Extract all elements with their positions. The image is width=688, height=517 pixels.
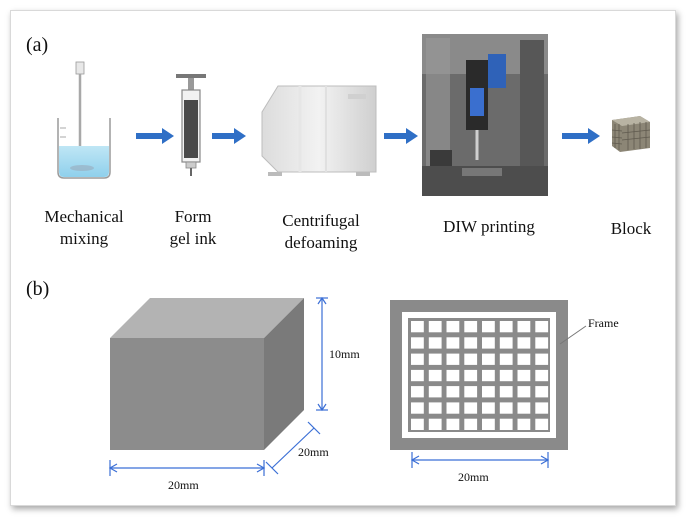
grid-cell bbox=[428, 402, 442, 414]
grid-cell bbox=[446, 418, 460, 430]
step-label-mixing: Mechanical mixing bbox=[22, 206, 146, 250]
step-label-mixing-line2: mixing bbox=[59, 229, 109, 248]
grid-cell bbox=[482, 386, 495, 398]
grid-cell bbox=[411, 369, 424, 382]
grid-frame-icon bbox=[390, 300, 568, 450]
grid-cell bbox=[517, 418, 531, 430]
dim-label-grid-width: 20mm bbox=[458, 470, 489, 484]
grid-cell bbox=[535, 321, 549, 333]
grid-cell bbox=[517, 353, 531, 365]
grid-cell bbox=[428, 369, 442, 382]
grid-cell bbox=[446, 369, 460, 382]
arrow-head bbox=[406, 128, 418, 144]
dim-label-width: 20mm bbox=[168, 478, 199, 492]
grid-cell bbox=[482, 337, 495, 349]
grid-cell bbox=[446, 353, 460, 365]
block-dimension-lines bbox=[108, 296, 328, 476]
step-label-mixing-line1: Mechanical bbox=[44, 207, 124, 226]
grid-cell bbox=[482, 402, 495, 414]
arrow-head bbox=[162, 128, 174, 144]
grid-cell bbox=[535, 418, 549, 430]
step-label-defoaming-line1: Centrifugal bbox=[282, 211, 360, 230]
grid-cell bbox=[464, 353, 478, 365]
grid-cell bbox=[535, 402, 549, 414]
grid-cell bbox=[446, 386, 460, 398]
arrow-shaft bbox=[562, 133, 590, 139]
grid-cell bbox=[535, 337, 549, 349]
step-label-defoaming-line2: defoaming bbox=[284, 233, 358, 252]
step-label-diw: DIW printing bbox=[424, 216, 554, 238]
grid-cell bbox=[517, 321, 531, 333]
syringe-icon bbox=[176, 74, 206, 176]
step-label-block: Block bbox=[596, 218, 666, 240]
panel-a-label: (a) bbox=[26, 34, 49, 56]
grid-cell bbox=[428, 418, 442, 430]
grid-cell bbox=[482, 353, 495, 365]
step-label-diw-line1: DIW printing bbox=[443, 217, 535, 236]
grid-cell bbox=[411, 386, 424, 398]
grid-cell bbox=[411, 402, 424, 414]
grid-cell bbox=[499, 353, 513, 365]
arrow-shaft bbox=[136, 133, 164, 139]
grid-cell bbox=[411, 418, 424, 430]
step-label-gel-ink: Form gel ink bbox=[150, 206, 236, 250]
grid-cell bbox=[446, 402, 460, 414]
grid-cell bbox=[482, 369, 495, 382]
grid-cell bbox=[411, 353, 424, 365]
grid-cell bbox=[535, 386, 549, 398]
grid-cell bbox=[482, 418, 495, 430]
panel-b-label: (b) bbox=[26, 278, 50, 300]
step-label-defoaming: Centrifugal defoaming bbox=[258, 210, 384, 254]
arrow-head bbox=[234, 128, 246, 144]
beaker-icon bbox=[57, 61, 111, 179]
grid-cell bbox=[499, 321, 513, 333]
arrow-head bbox=[588, 128, 600, 144]
grid-cell bbox=[428, 321, 442, 333]
grid-cell bbox=[464, 386, 478, 398]
dim-label-depth: 20mm bbox=[298, 445, 329, 459]
grid-cell bbox=[499, 418, 513, 430]
step-label-gel-ink-line2: gel ink bbox=[169, 229, 217, 248]
step-label-block-line1: Block bbox=[610, 219, 652, 238]
frame-leader-line bbox=[559, 325, 587, 345]
grid-cell bbox=[517, 386, 531, 398]
grid-cell bbox=[464, 369, 478, 382]
grid-cell bbox=[517, 402, 531, 414]
grid-cell bbox=[482, 321, 495, 333]
grid-cell bbox=[499, 386, 513, 398]
grid-cell bbox=[499, 369, 513, 382]
grid-cell bbox=[428, 353, 442, 365]
printed-block-icon bbox=[611, 116, 651, 152]
grid-cell bbox=[428, 337, 442, 349]
grid-cell bbox=[446, 337, 460, 349]
grid-cell bbox=[446, 321, 460, 333]
process-arrows bbox=[136, 128, 600, 144]
arrow-shaft bbox=[384, 133, 408, 139]
grid-cell bbox=[535, 353, 549, 365]
grid-cell bbox=[428, 386, 442, 398]
grid-cell bbox=[517, 337, 531, 349]
frame-label: Frame bbox=[588, 316, 619, 330]
step-label-gel-ink-line1: Form bbox=[174, 207, 212, 226]
grid-cell bbox=[411, 337, 424, 349]
grid-cell bbox=[464, 402, 478, 414]
grid-cell bbox=[517, 369, 531, 382]
arrow-shaft bbox=[212, 133, 236, 139]
grid-cell bbox=[464, 337, 478, 349]
dim-label-height: 10mm bbox=[329, 347, 360, 361]
block-3d-icon bbox=[110, 298, 304, 450]
grid-cell bbox=[499, 402, 513, 414]
grid-cell bbox=[411, 321, 424, 333]
diw-printer-photo bbox=[422, 34, 548, 196]
grid-cell bbox=[464, 321, 478, 333]
centrifuge-machine-icon bbox=[261, 85, 377, 176]
grid-cell bbox=[499, 337, 513, 349]
grid-cell bbox=[535, 369, 549, 382]
grid-dimension-line bbox=[410, 452, 550, 468]
grid-cell bbox=[464, 418, 478, 430]
